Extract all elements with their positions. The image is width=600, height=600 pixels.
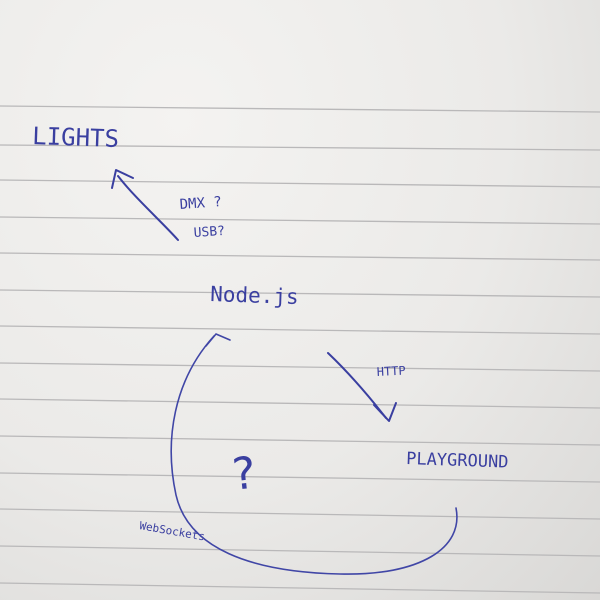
- node-lights: LIGHTS: [32, 122, 120, 153]
- ruled-lines: [0, 105, 600, 594]
- arrow-head: [373, 402, 397, 422]
- arrow-shaft: [117, 175, 179, 241]
- arrow-websockets: [170, 333, 458, 575]
- arrow-head: [111, 169, 134, 189]
- rule-line: [0, 179, 600, 188]
- arrow-to-lights: [111, 169, 179, 241]
- rule-line: [0, 435, 600, 446]
- rule-line: [0, 144, 600, 151]
- rule-line: [0, 472, 600, 483]
- rule-line: [0, 216, 600, 225]
- rule-line: [0, 362, 600, 372]
- node-playground: PLAYGROUND: [406, 449, 509, 473]
- edge-label-http: HTTP: [376, 364, 406, 379]
- unknown-mark: ?: [228, 447, 260, 500]
- rule-line: [0, 289, 600, 298]
- rule-line: [0, 105, 600, 113]
- rule-line: [0, 582, 600, 594]
- node-nodejs: Node.js: [210, 282, 299, 309]
- rule-line: [0, 508, 600, 520]
- edge-label-dmx: DMX ?: [179, 194, 222, 213]
- arrow-head: [205, 333, 231, 347]
- rule-line: [0, 398, 600, 409]
- rule-line: [0, 252, 600, 261]
- edge-label-usb: USB?: [193, 224, 225, 241]
- rule-line: [0, 325, 600, 335]
- rule-line: [0, 545, 600, 557]
- arrow-http: [327, 352, 397, 422]
- arrow-shaft: [170, 335, 458, 575]
